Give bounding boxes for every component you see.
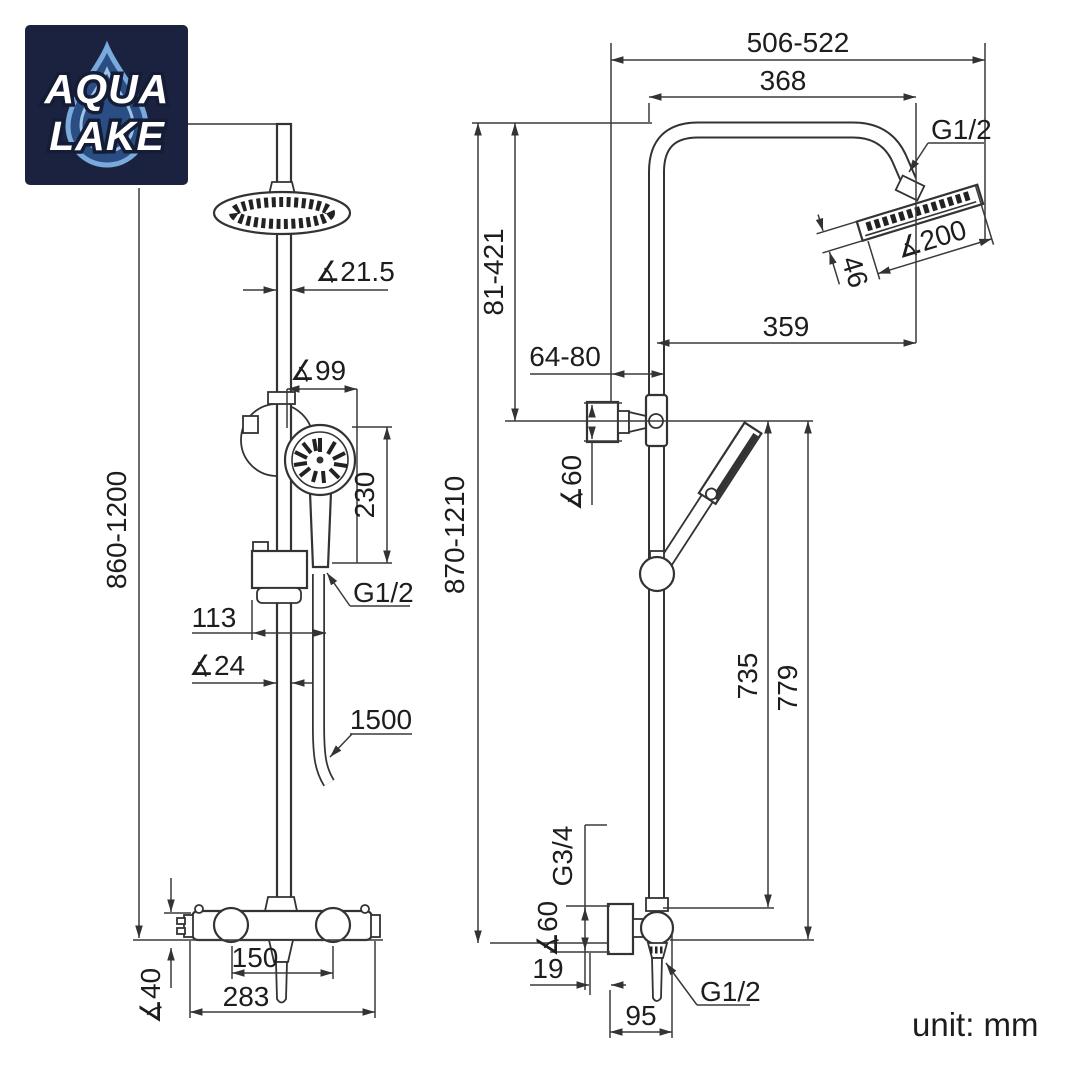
side-dimensions: 506-522 368 G1/2 359: [439, 27, 992, 1038]
svg-text:19: 19: [532, 953, 563, 984]
valve-inlet-left-a: [176, 917, 186, 925]
dim-supply-thread: G3/4: [547, 824, 607, 903]
wall-bracket-cone: [628, 410, 647, 434]
dim-wall-clearance: 19: [530, 953, 626, 995]
front-fixture: [176, 122, 381, 1004]
svg-text:81-421: 81-421: [478, 228, 509, 315]
handshower-nub: [704, 487, 718, 501]
dim-head-thread: G1/2: [908, 114, 992, 173]
svg-text:735: 735: [732, 653, 763, 700]
front-dimensions: ∡21.5 ∡99 230 G1/2: [101, 188, 414, 1024]
svg-text:368: 368: [760, 65, 807, 96]
handshower-side: [656, 421, 763, 571]
front-view: ∡21.5 ∡99 230 G1/2: [101, 122, 414, 1024]
mount-cap: [267, 391, 296, 405]
dim-outlet-height: 779: [670, 421, 814, 941]
slider-ring: [638, 555, 676, 593]
dim-bracket-depth: 64-80: [529, 341, 664, 378]
dim-head-offset: 359: [657, 311, 916, 347]
head-nipple: [894, 174, 926, 202]
handshower-center: [316, 456, 324, 464]
wall-bracket-step: [617, 410, 630, 434]
water-drop-icon: [65, 40, 149, 168]
supply-flange-side: [606, 902, 635, 956]
valve-top-nut-side: [645, 897, 669, 912]
logo-line2: LAKE: [49, 113, 165, 159]
svg-text:64-80: 64-80: [529, 341, 601, 372]
svg-text:∡99: ∡99: [290, 355, 346, 386]
svg-text:870-1210: 870-1210: [439, 476, 470, 594]
valve-end-cap-left: [183, 914, 194, 938]
dim-pipe-top-diameter: ∡21.5: [243, 256, 395, 294]
overhead-shower-nozzles: [229, 197, 335, 229]
dim-hose-length: 1500: [329, 704, 412, 758]
svg-text:283: 283: [223, 981, 270, 1012]
svg-text:46: 46: [836, 252, 875, 291]
dim-height-range-front: 860-1200: [101, 188, 383, 941]
dim-valve-diameter: ∡40: [135, 878, 191, 1024]
svg-text:150: 150: [232, 942, 279, 973]
svg-text:230: 230: [349, 472, 380, 519]
overhead-shower-nozzle-band: [865, 190, 974, 232]
mount-knob: [242, 415, 259, 434]
dim-inlet-distance: 150: [231, 942, 334, 979]
svg-text:∡40: ∡40: [135, 968, 166, 1024]
side-view: ∡200 46: [439, 27, 995, 1038]
dim-valve-flange-diameter: ∡60: [532, 901, 610, 990]
handshower-handle-side: [656, 493, 714, 571]
svg-text:359: 359: [763, 311, 810, 342]
valve-screw-right: [360, 904, 370, 914]
valve-knob-left: [212, 906, 250, 944]
svg-text:∡60: ∡60: [532, 901, 563, 957]
svg-text:G3/4: G3/4: [547, 826, 578, 887]
dim-handshower-diameter: ∡99: [286, 355, 358, 563]
logo-line1: AQUA: [44, 66, 170, 112]
valve-body-side: [639, 910, 675, 946]
dim-handshower-length: 230: [332, 426, 392, 564]
dim-arm-reach: 368: [648, 65, 917, 343]
dim-outlet-depth: 95: [609, 935, 673, 1038]
outlet-tube-side: [651, 957, 663, 1002]
valve-end-cap-right: [370, 914, 381, 938]
dim-holder-offset: 113: [192, 600, 326, 640]
handshower-face-ring: [291, 431, 349, 489]
handshower-face-band: [711, 432, 759, 500]
svg-text:G1/2: G1/2: [700, 976, 761, 1007]
svg-text:860-1200: 860-1200: [101, 471, 132, 589]
handshower-spray-nozzles: [293, 438, 348, 484]
dim-height-range-side: 870-1210: [439, 123, 608, 944]
svg-text:G1/2: G1/2: [353, 577, 414, 608]
svg-text:113: 113: [192, 602, 237, 633]
svg-text:1500: 1500: [350, 704, 412, 735]
dim-rail-height: 735: [663, 421, 774, 909]
svg-text:∡60: ∡60: [556, 455, 587, 511]
dim-overall-width: 506-522: [610, 27, 986, 403]
side-fixture: ∡200 46: [585, 121, 995, 1002]
dim-head-height-range: 81-421: [472, 122, 652, 421]
valve-knob-right: [314, 906, 352, 944]
dim-rail-diameter: ∡24: [189, 650, 313, 687]
valve-top-nut: [263, 896, 299, 912]
dim-hose-thread: G1/2: [326, 572, 414, 608]
dim-bracket-flange-diameter: ∡60: [556, 402, 622, 511]
svg-text:G1/2: G1/2: [931, 114, 992, 145]
handshower-handle-front: [308, 490, 333, 569]
dim-valve-width: 283: [189, 941, 376, 1018]
svg-text:506-522: 506-522: [747, 27, 850, 58]
slider-holder: [250, 549, 309, 590]
svg-text:∡24: ∡24: [189, 650, 245, 681]
valve-inlet-left-b: [176, 927, 186, 935]
svg-text:∡21.5: ∡21.5: [315, 256, 395, 287]
overhead-shower-face-line: [865, 201, 977, 237]
svg-text:95: 95: [625, 1000, 656, 1031]
svg-text:779: 779: [772, 665, 803, 712]
dim-outlet-thread: G1/2: [665, 962, 761, 1007]
unit-label: unit: mm: [912, 1006, 1039, 1043]
brand-logo: AQUA LAKE: [25, 25, 188, 185]
slider-holder-base: [256, 587, 302, 604]
riser-pipe-front: [275, 122, 293, 902]
valve-screw-left: [194, 904, 204, 914]
